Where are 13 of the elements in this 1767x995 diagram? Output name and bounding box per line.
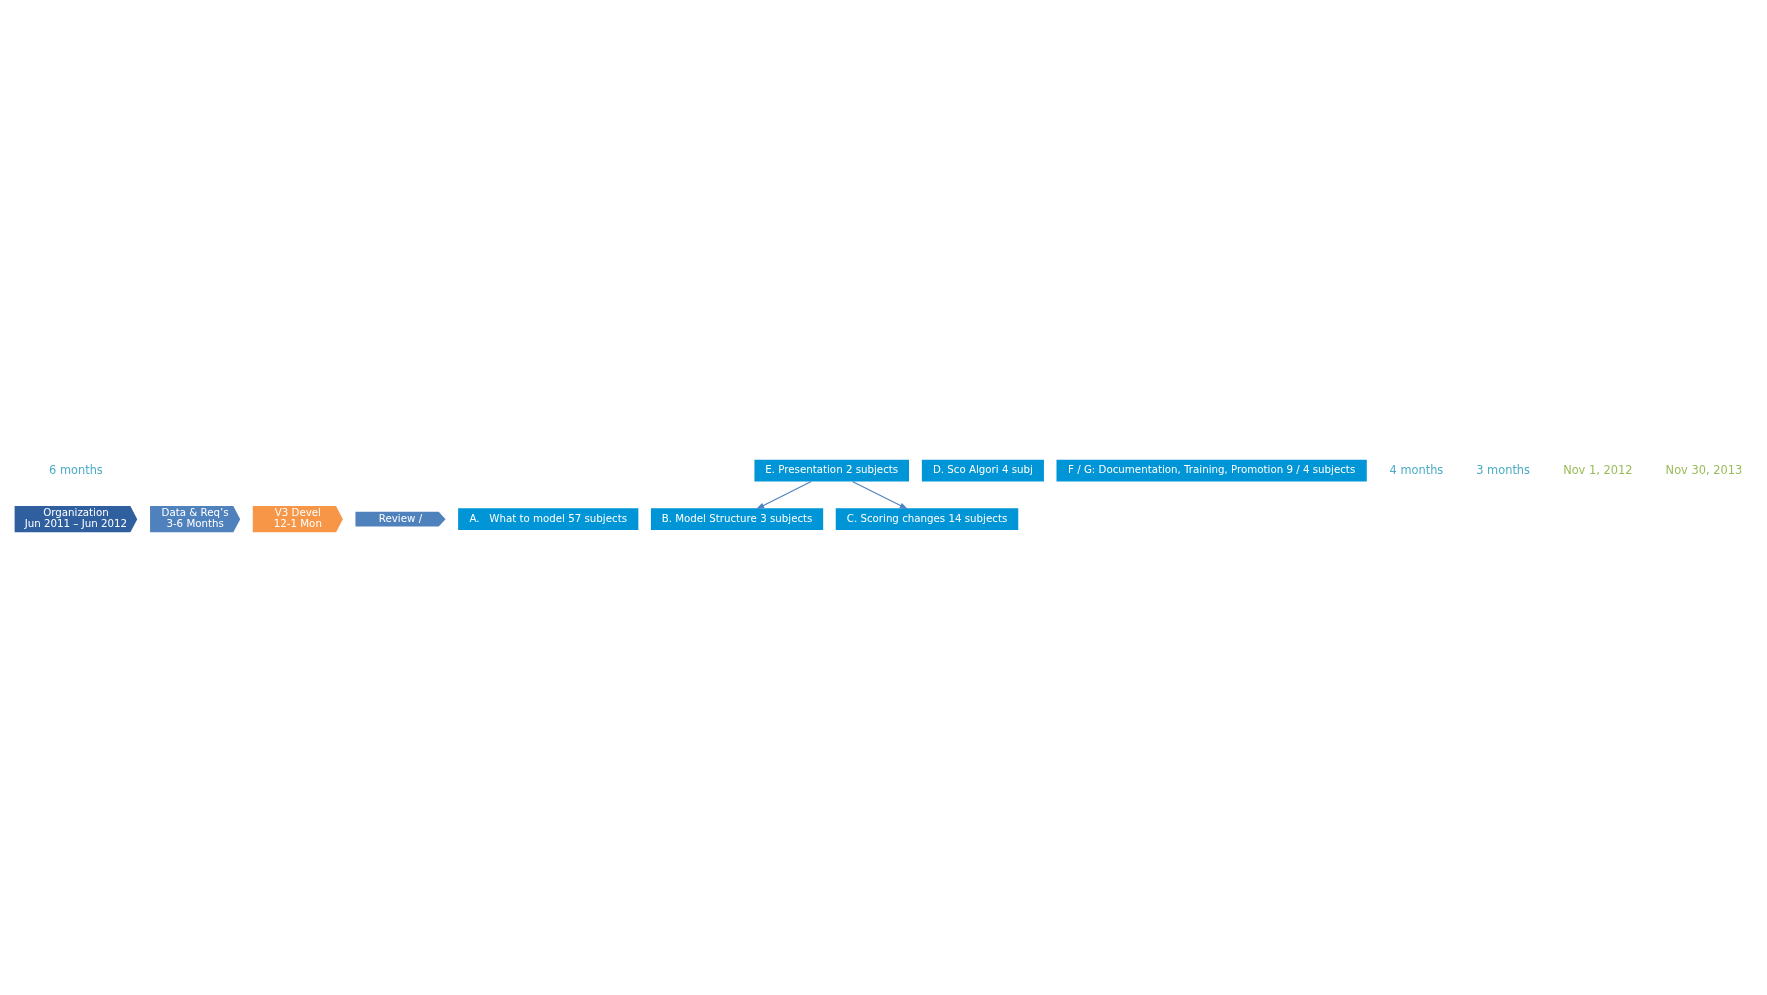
label: Nov 1, 2012 — [1563, 462, 1633, 477]
arrow — [756, 480, 812, 510]
label: 4 months — [1389, 462, 1444, 477]
node-box: A. What to model 57 subjects — [458, 508, 639, 530]
label: Nov 30, 2013 — [1665, 462, 1743, 477]
node-box: E. Presentation 2 subjects — [754, 459, 910, 482]
node-box: D. Sco Algori 4 subj — [921, 459, 1044, 482]
label: 6 months — [49, 462, 103, 477]
node-box: B. Model Structure 3 subjects — [650, 508, 824, 530]
arrow — [851, 480, 908, 510]
node-box: F / G: Documentation, Training, Promotion 9 / 4 subjects — [1056, 459, 1367, 482]
label: 3 months — [1476, 462, 1531, 477]
node-box: C. Scoring changes 14 subjects — [835, 508, 1019, 530]
